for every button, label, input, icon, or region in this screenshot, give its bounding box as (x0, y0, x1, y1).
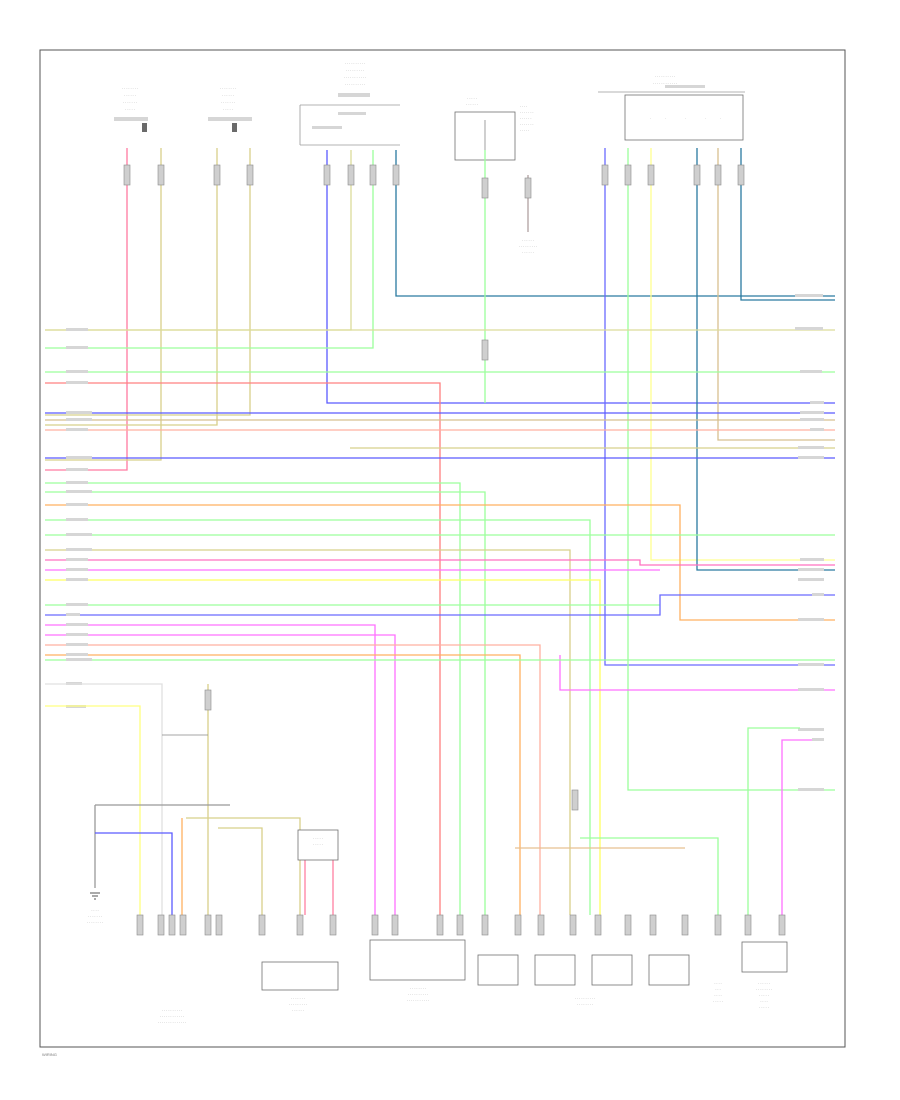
svg-text:· · · · · ·: · · · · · · (466, 103, 478, 107)
svg-text:· · · · · ·: · · · · · · (758, 982, 770, 986)
svg-text:· · · · · · · · · · · ·: · · · · · · · · · · · · (160, 1015, 184, 1019)
svg-text:· · · · · ·: · · · · · · (222, 94, 234, 98)
svg-text:·: · (705, 117, 706, 121)
top-connector-blocks (123, 164, 745, 811)
svg-text:· · · · · · · ·: · · · · · · · · (756, 988, 772, 992)
svg-text:· · · ·: · · · · (714, 982, 721, 986)
svg-text:· · · · · · · · ·: · · · · · · · · · (289, 1003, 307, 1007)
svg-text:· · · · · ·: · · · · · · (522, 239, 534, 243)
bottom-left-wires (45, 683, 334, 915)
svg-text:· · · · · · · · · ·: · · · · · · · · · · (575, 997, 595, 1001)
svg-text:· · · · · ·: · · · · · · (124, 94, 136, 98)
svg-text:· · · · · · ·: · · · · · · · (520, 123, 534, 127)
svg-text:· · · · · · ·: · · · · · · · (291, 997, 305, 1001)
right-door-speaker-component: · · · · · · · · · · · · · · · · · · · · … (208, 87, 252, 132)
svg-text:· · · · · · · · · · ·: · · · · · · · · · · · (344, 76, 366, 80)
center-module-component: · · · · · · · · · · · · · · · · · · · · … (299, 62, 400, 146)
diagram-border (39, 49, 846, 1048)
svg-text:· · · · ·: · · · · · (125, 108, 134, 112)
svg-text:· · · ·: · · · · (91, 909, 98, 913)
svg-text:· · · · · ·: · · · · · · (520, 117, 532, 121)
svg-text:· · · · · · · ·: · · · · · · · · (122, 87, 138, 91)
svg-text:· · · · · · · · · ·: · · · · · · · · · · (655, 75, 675, 79)
svg-text:· · · ·: · · · · (520, 105, 527, 109)
svg-text:· · · · ·: · · · · · (467, 97, 476, 101)
bottom-left-connector-strip: · · · · · · · · · · · · · · · · · · · · … (136, 914, 337, 1025)
footer-label: WIRING (42, 1052, 57, 1057)
svg-text:· · · · · · · · · ·: · · · · · · · · · · (408, 993, 428, 997)
svg-text:· · · · · · ·: · · · · · · · (88, 915, 102, 919)
svg-text:· · · · ·: · · · · · (313, 837, 322, 841)
svg-text:· · · · ·: · · · · · (759, 994, 768, 998)
svg-text:· · · · · · ·: · · · · · · · (123, 101, 137, 105)
svg-text:· · · · · · · · ·: · · · · · · · · · (346, 69, 364, 73)
svg-text:· · · · · · ·: · · · · · · · (520, 111, 534, 115)
svg-text:· · · ·: · · · · (714, 994, 721, 998)
svg-text:· · · · · · · · · · ·: · · · · · · · · · · · (407, 999, 429, 1003)
switch-module-component: · · · · · · · · · · · · · · · · · · · · … (369, 914, 466, 1003)
svg-text:· · · · ·: · · · · · (713, 1000, 722, 1004)
svg-text:· · · · ·: · · · · · (223, 108, 232, 112)
svg-text:· · · · · · · · ·: · · · · · · · · · (519, 245, 537, 249)
fuse-relay-component: · · · · · · · · · · · · · · · · · · · · … (454, 97, 537, 255)
left-wire-labels (66, 328, 92, 708)
svg-text:· · · · ·: · · · · · (313, 843, 322, 847)
svg-text:· · · · · · · ·: · · · · · · · · (577, 1003, 593, 1007)
left-door-speaker-component: · · · · · · · · · · · · · · · · · · · · … (114, 87, 148, 132)
injector-bank-component: · · · · · · · · · · · · · · · · · · (477, 837, 719, 1007)
ground-symbol: · · · · · · · · · · · · · · · · · · · (87, 892, 103, 925)
svg-text:· · · · ·: · · · · · (520, 129, 529, 133)
svg-text:· · · · · · · · · ·: · · · · · · · · · · (345, 83, 365, 87)
svg-text:· · · ·: · · · · (760, 1000, 767, 1004)
svg-text:· · · · · · · · · · · ·: · · · · · · · · · · · · (653, 82, 677, 86)
right-wire-labels (795, 294, 824, 791)
output-module-component: · · · · · · · · · · · · · · · · · · · · … (741, 727, 812, 1010)
svg-text:·: · (720, 117, 721, 121)
small-relay-component: · · · · · · · · · · (297, 829, 339, 861)
svg-text:· · · · · ·: · · · · · · (292, 1009, 304, 1013)
svg-text:·: · (685, 117, 686, 121)
svg-text:·: · (665, 117, 666, 121)
svg-text:· · · · · · · · · · · · · ·: · · · · · · · · · · · · · · (158, 1021, 186, 1025)
svg-text:· · · · · ·: · · · · · · (522, 251, 534, 255)
bus-wires (45, 329, 835, 915)
svg-text:· · · · · · · · · ·: · · · · · · · · · · (345, 62, 365, 66)
svg-text:· · · · · · · ·: · · · · · · · · (410, 987, 426, 991)
svg-text:· · · · · · ·: · · · · · · · (221, 101, 235, 105)
right-module-component: · · · · · · · · · · · · · · · · · · · · … (598, 75, 745, 141)
svg-text:· · · · ·: · · · · · (759, 1006, 768, 1010)
svg-text:· · · · · · · · · ·: · · · · · · · · · · (162, 1009, 182, 1013)
svg-text:· · ·: · · · (715, 988, 720, 992)
svg-text:· · · · · · · ·: · · · · · · · · (87, 921, 103, 925)
fuel-pump-component: · · · · · · · · · · · · · · · · · · · · … (261, 961, 339, 1013)
svg-text:· · · · · · · ·: · · · · · · · · (220, 87, 236, 91)
svg-text:·: · (650, 117, 651, 121)
sensor-component: · · · · · · · · · · · · · · · · (713, 914, 723, 1004)
